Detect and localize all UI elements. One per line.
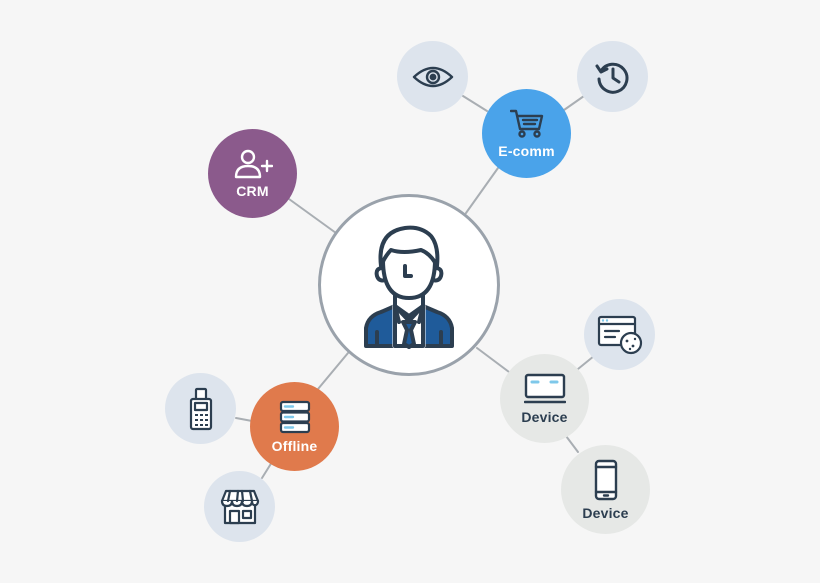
device-phone-label: Device — [582, 504, 629, 521]
shopping-cart-icon — [509, 109, 543, 138]
history-icon — [595, 62, 628, 94]
link-offline-pos — [235, 417, 253, 422]
smartphone-icon — [594, 459, 617, 500]
server-icon — [279, 400, 310, 433]
storefront-icon — [220, 489, 259, 524]
link-center-device-desktop — [476, 347, 510, 373]
offline-label: Offline — [271, 437, 318, 454]
ecomm-label: E-comm — [498, 142, 555, 159]
link-offline-store — [261, 461, 273, 479]
link-device-phone — [565, 435, 579, 453]
eye-node — [397, 41, 468, 112]
eye-icon — [412, 66, 453, 87]
card-terminal-icon — [189, 387, 212, 430]
link-center-ecomm — [465, 167, 499, 214]
crm-label: CRM — [236, 182, 269, 199]
browser-cookie-icon — [597, 315, 642, 354]
customer-profile-node — [318, 194, 500, 376]
businessman-icon — [364, 225, 454, 349]
history-node — [577, 41, 648, 112]
links-group — [235, 95, 595, 479]
link-center-offline — [317, 352, 349, 390]
cookie-node — [584, 299, 655, 370]
offline-node: Offline — [250, 382, 339, 471]
desktop-icon — [523, 373, 566, 403]
link-device-cookie — [577, 355, 595, 370]
link-center-crm — [288, 198, 337, 234]
crm-node: CRM — [208, 129, 297, 218]
store-node — [204, 471, 275, 542]
ecomm-node: E-comm — [482, 89, 571, 178]
add-user-icon — [234, 149, 273, 178]
device-phone-node: Device — [561, 445, 650, 534]
pos-terminal-node — [165, 373, 236, 444]
device-desktop-label: Device — [521, 408, 568, 425]
link-ecomm-history — [563, 95, 585, 111]
device-desktop-node: Device — [500, 354, 589, 443]
link-ecomm-eye — [462, 95, 488, 112]
